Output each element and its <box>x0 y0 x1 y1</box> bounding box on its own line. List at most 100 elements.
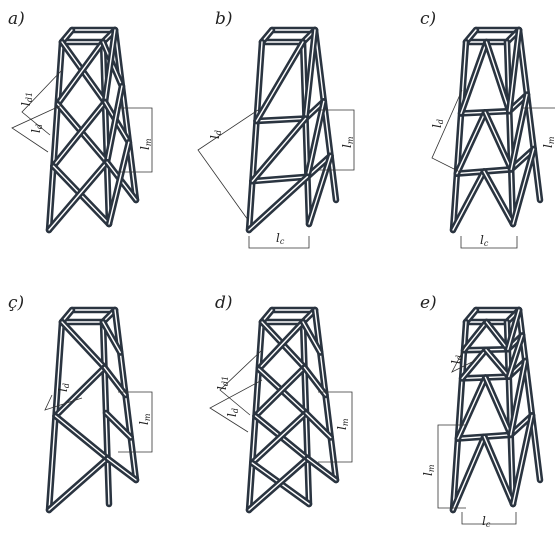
dim-label-b-lc: lc <box>276 231 285 246</box>
dim-d-lm <box>318 391 353 463</box>
dim-a-ld <box>11 104 63 153</box>
dim-b-ld <box>197 109 259 221</box>
v-brace <box>460 318 490 354</box>
v-brace <box>482 374 514 439</box>
v-brace <box>454 374 489 442</box>
dim-e-lc <box>461 512 517 525</box>
side-diagonal <box>305 152 334 228</box>
side-diagonal <box>101 364 129 399</box>
v-brace <box>449 433 488 514</box>
v-brace <box>449 168 488 234</box>
left-leg <box>45 38 66 234</box>
side-diagonal <box>104 455 140 484</box>
dim-cc-ld <box>44 394 83 411</box>
panel-label-c: c) <box>420 9 436 29</box>
x-brace <box>245 455 311 514</box>
tower-d <box>245 306 340 514</box>
v-brace <box>483 318 512 353</box>
diagonal <box>253 38 307 125</box>
panel-label-b: b) <box>215 9 233 29</box>
dim-c-ld <box>431 89 463 173</box>
dim-cc-lm <box>118 391 153 453</box>
right-front-leg <box>503 38 517 228</box>
v-brace <box>483 38 513 115</box>
dim-label-c-lm: lm <box>541 136 555 148</box>
dim-d-ld1 <box>219 349 263 416</box>
left-leg <box>245 38 266 234</box>
x-brace <box>54 38 107 108</box>
x-brace <box>50 98 109 170</box>
panel-label-e: e) <box>420 293 437 313</box>
dim-label-d-ld1: ld1 <box>215 376 230 390</box>
x-brace <box>252 364 308 420</box>
dim-label-cc-ld: ld <box>56 383 71 392</box>
side-diagonal <box>507 357 529 439</box>
v-brace <box>480 168 517 228</box>
dim-label-e-lm: lm <box>421 464 436 476</box>
side-x-brace <box>103 82 126 166</box>
x-brace <box>45 158 111 234</box>
v-brace <box>482 346 513 380</box>
tower-e <box>449 306 544 514</box>
single-diagonal <box>45 455 111 514</box>
panel-label-a: a) <box>8 9 25 29</box>
dim-label-a-lm: lm <box>138 138 153 150</box>
dim-e-ld <box>451 344 477 373</box>
side-diagonal <box>505 332 526 380</box>
side-diagonal <box>507 91 531 173</box>
dim-label-c-lc: lc <box>480 233 489 248</box>
side-diagonal <box>506 26 523 115</box>
v-brace <box>453 109 489 177</box>
dim-a-lm <box>118 107 153 173</box>
single-diagonal <box>58 318 108 371</box>
dim-label-b-ld: ld <box>208 130 223 139</box>
tower-cc <box>45 306 140 514</box>
right-back-leg <box>515 26 544 204</box>
v-brace <box>457 38 490 117</box>
dim-label-e-lc: lc <box>482 514 491 529</box>
dim-label-cc-lm: lm <box>137 413 152 425</box>
dim-c-lc <box>460 236 518 249</box>
side-x-brace <box>105 138 133 228</box>
single-diagonal <box>52 364 108 420</box>
side-diagonal <box>509 145 537 228</box>
dim-label-a-ld: ld <box>29 124 44 133</box>
x-brace <box>249 409 310 467</box>
v-brace <box>481 109 515 173</box>
tower-c <box>449 26 544 234</box>
panel-label-d: d) <box>215 293 233 313</box>
side-diagonal <box>102 409 134 441</box>
dim-label-c-ld: ld <box>430 119 445 128</box>
side-diagonal <box>304 455 340 484</box>
dim-label-b-lm: lm <box>340 136 355 148</box>
v-brace <box>481 433 517 508</box>
dim-e-lm <box>437 424 466 509</box>
side-diagonal <box>99 318 124 356</box>
right-back-leg <box>311 26 340 204</box>
dim-b-lm <box>318 109 355 171</box>
horizontal <box>249 173 311 185</box>
side-diagonal <box>301 364 329 399</box>
side-diagonal <box>299 318 324 356</box>
dim-label-d-ld: ld <box>225 408 240 417</box>
diagonal <box>245 173 311 234</box>
dimension-layer <box>11 69 555 525</box>
x-brace <box>255 318 307 373</box>
side-x-brace <box>101 26 119 106</box>
right-front-leg <box>299 38 313 228</box>
dim-b-lc <box>248 236 310 249</box>
side-diagonal <box>504 306 523 353</box>
dim-label-d-lm: lm <box>335 418 350 430</box>
left-leg <box>449 38 470 234</box>
dim-d-ld <box>209 379 263 433</box>
dim-label-e-ld: ld <box>449 355 464 364</box>
diagonal <box>249 115 309 185</box>
dim-a-ld1 <box>21 69 63 136</box>
tower-a <box>45 26 140 234</box>
side-diagonal <box>509 412 536 508</box>
side-diagonal <box>304 98 328 180</box>
tower-b <box>245 26 340 234</box>
horizontal <box>253 115 309 125</box>
members-layer <box>45 26 544 514</box>
